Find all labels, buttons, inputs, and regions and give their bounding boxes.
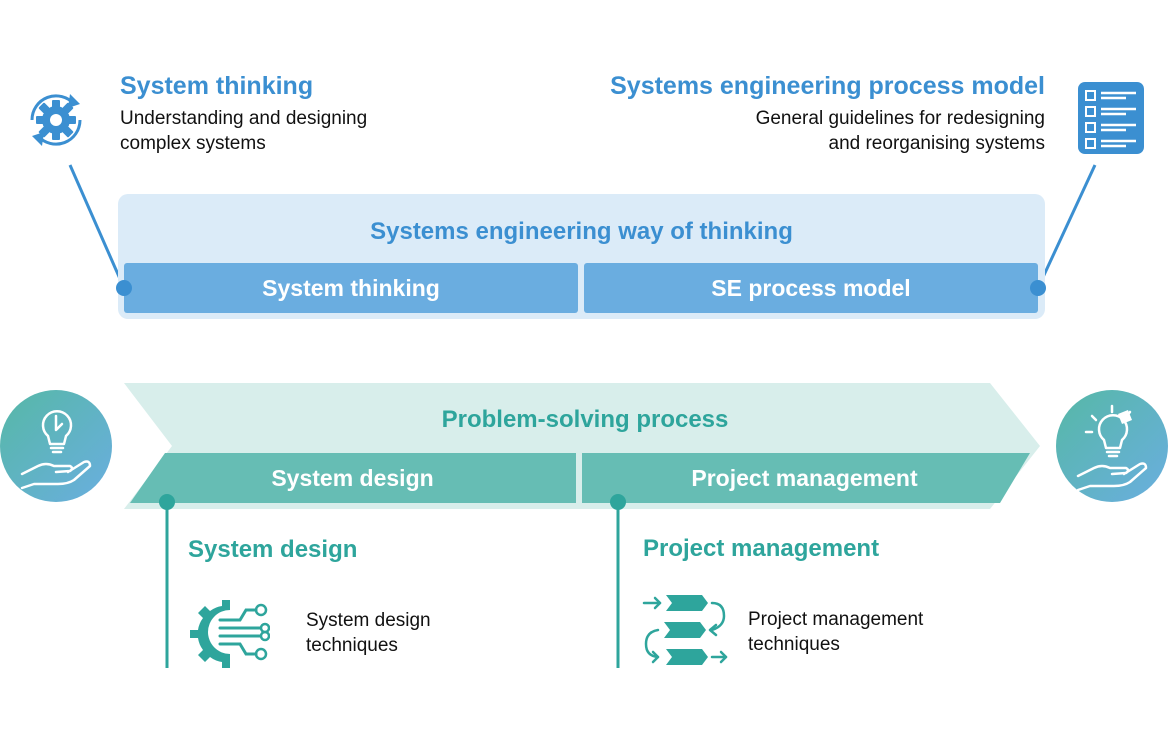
system-design-techniques-line1: System design <box>306 610 431 631</box>
system-thinking-desc-line2: complex systems <box>120 133 266 154</box>
process-flow-icon <box>640 590 730 670</box>
system-design-heading: System design <box>188 536 358 563</box>
project-management-bar: Project management <box>691 464 918 491</box>
project-management-techniques: Project management techniques <box>748 607 923 657</box>
se-process-model-bar: SE process model <box>584 263 1038 313</box>
hand-lightbulb-idea-icon <box>1056 390 1168 502</box>
problem-solving-title: Problem-solving process <box>441 406 729 433</box>
system-thinking-heading: System thinking <box>120 72 314 100</box>
checklist-icon <box>1078 82 1144 154</box>
system-design-techniques-line2: techniques <box>306 635 398 656</box>
se-process-model-heading: Systems engineering process model <box>610 72 1045 100</box>
project-management-heading: Project management <box>643 535 880 562</box>
system-thinking-description: Understanding and designing complex syst… <box>120 106 367 156</box>
se-process-model-description: General guidelines for redesigning and r… <box>756 106 1045 156</box>
top-connectors <box>68 164 1097 289</box>
gear-cycle-icon <box>16 80 96 160</box>
top-connector-dots <box>116 280 1046 296</box>
project-management-techniques-line1: Project management <box>748 609 924 630</box>
system-design-techniques: System design techniques <box>306 608 431 658</box>
system-design-bar: System design <box>271 464 434 491</box>
se-process-desc-line1: General guidelines for redesigning <box>755 108 1045 129</box>
hand-lightbulb-icon <box>0 390 112 502</box>
se-way-of-thinking-title: Systems engineering way of thinking <box>370 218 793 245</box>
system-thinking-desc-line1: Understanding and designing <box>120 108 368 129</box>
gear-circuit-icon <box>186 596 270 668</box>
se-process-desc-line2: and reorganising systems <box>828 133 1046 154</box>
project-management-techniques-line2: techniques <box>748 634 840 655</box>
system-thinking-bar: System thinking <box>124 263 578 313</box>
